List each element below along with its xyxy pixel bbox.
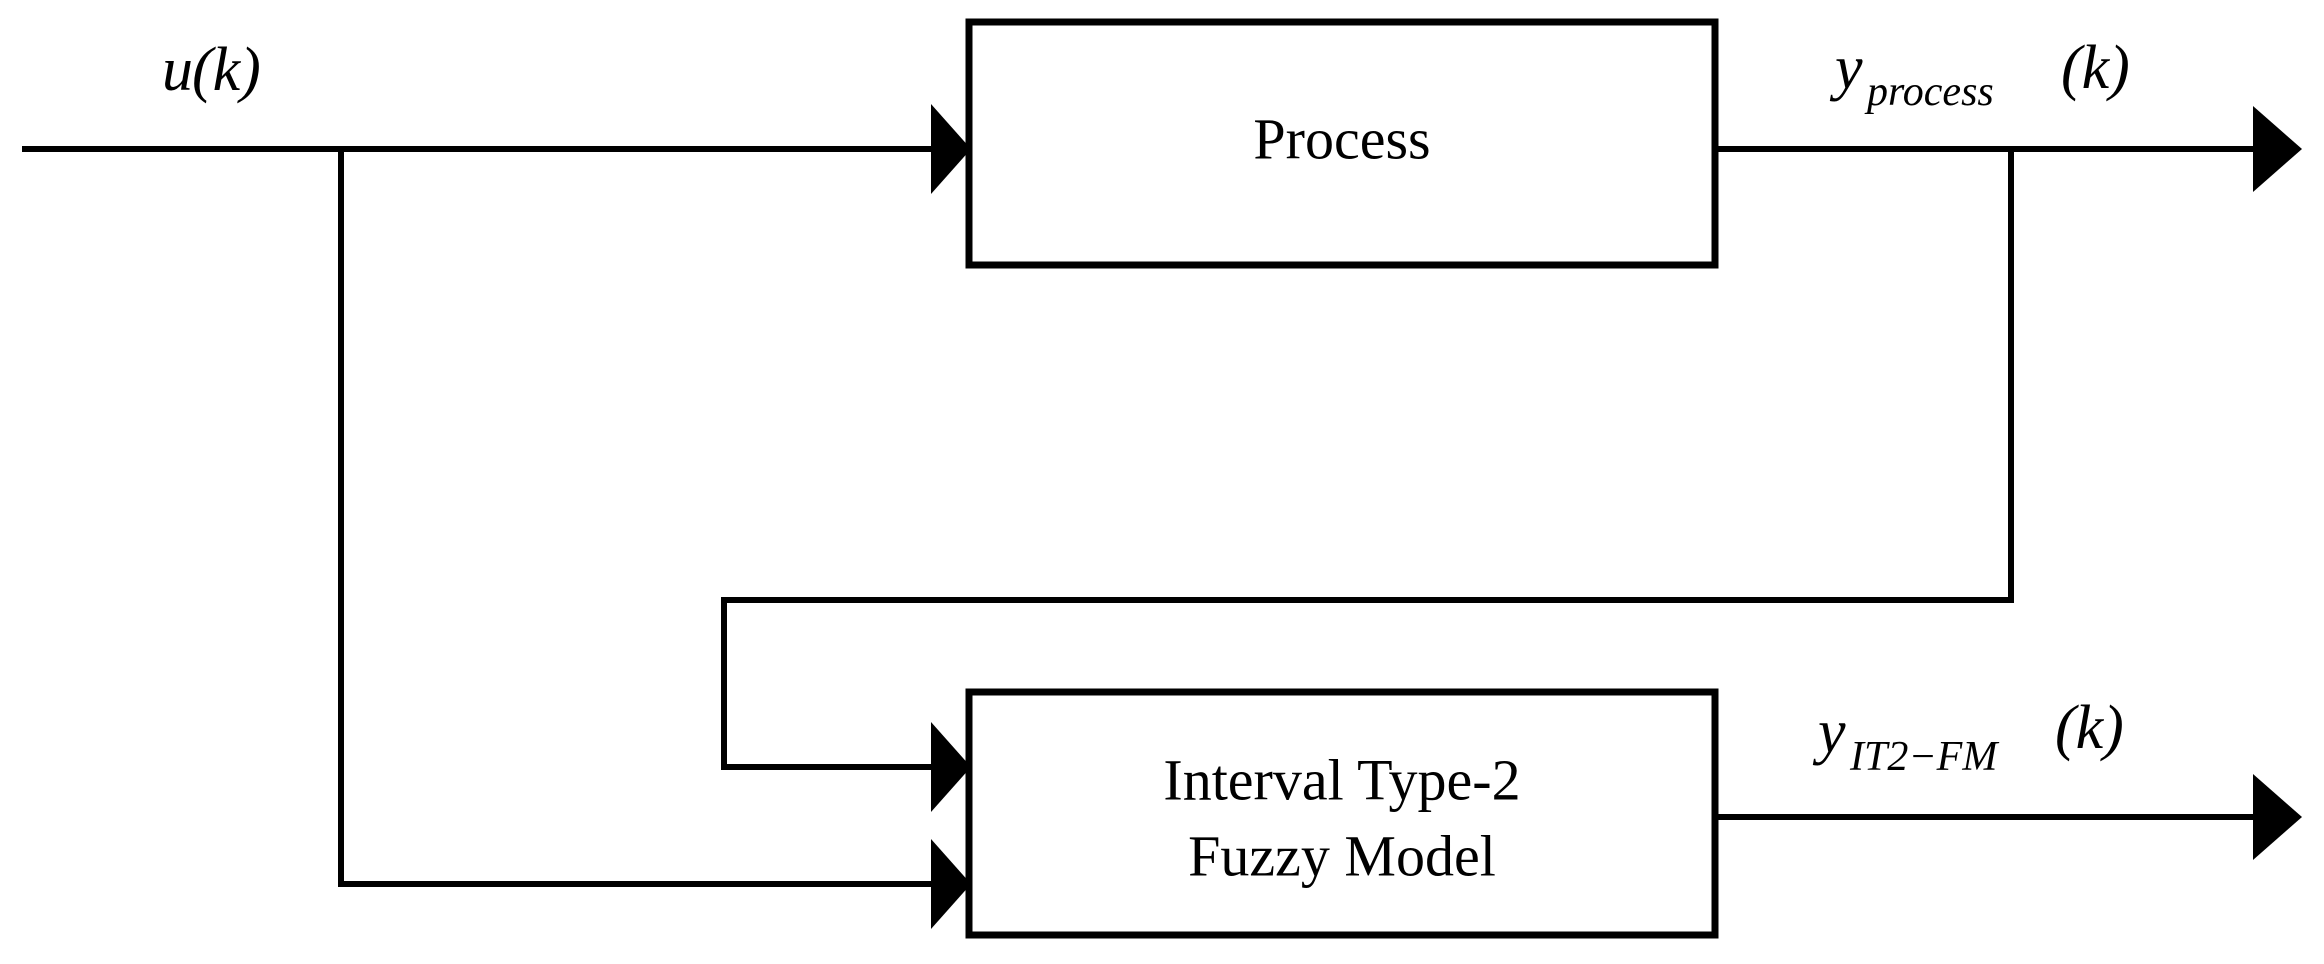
signal-label-process-output: y process (k)	[1829, 34, 2130, 115]
signal-model-output-argument: (k)	[2055, 694, 2124, 762]
block-process[interactable]	[965, 18, 1719, 269]
block-process-label: Process	[1253, 106, 1430, 171]
block-it2-fuzzy-model-label-line1: Interval Type-2	[1163, 747, 1520, 812]
signal-process-output-argument: (k)	[2061, 34, 2130, 102]
block-it2-fuzzy-model-label-line2: Fuzzy Model	[1188, 823, 1496, 888]
signal-label-model-output: y IT2−FM (k)	[1812, 694, 2124, 780]
arrowhead-process-input	[931, 104, 971, 194]
block-it2-fuzzy-model[interactable]	[965, 688, 1719, 939]
signal-label-input: u (k)	[162, 36, 261, 104]
signal-input-var: u	[162, 36, 193, 104]
arrowhead-process-output	[2253, 106, 2302, 192]
signal-process-output-subscript: process	[1864, 69, 1994, 115]
arrowhead-model-upper-input	[931, 722, 971, 812]
signal-model-output-subscript: IT2−FM	[1849, 734, 1999, 780]
signal-input-argument: (k)	[192, 36, 261, 104]
arrowhead-model-lower-input	[931, 839, 971, 929]
signal-process-output-var: y	[1829, 34, 1863, 102]
signal-model-output-var: y	[1812, 698, 1846, 766]
arrowhead-model-output	[2253, 774, 2302, 860]
